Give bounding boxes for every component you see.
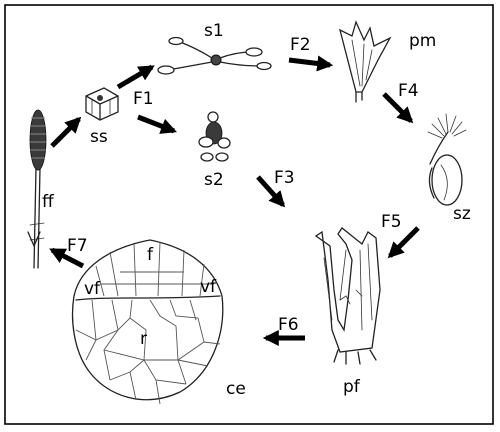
arrow-label-f2: F2 xyxy=(290,35,311,55)
spermatozoid-drawing xyxy=(427,113,467,206)
label-s1: s1 xyxy=(204,21,224,41)
arrow-ss-to-s2 xyxy=(137,114,177,134)
label-r: r xyxy=(140,329,147,349)
label-s2: s2 xyxy=(204,170,224,190)
label-vf-right: vf xyxy=(200,277,217,297)
spore-extended-drawing xyxy=(157,36,272,75)
sporangiophore-drawing xyxy=(85,87,119,121)
arrow-label-f4: F4 xyxy=(398,81,419,101)
arrow-ff-to-ss xyxy=(50,116,82,148)
arrow-sz-to-pf xyxy=(387,226,420,259)
arrow-label-f1: F1 xyxy=(133,89,154,109)
label-f: f xyxy=(147,245,154,265)
label-sz: sz xyxy=(453,204,471,224)
label-ce: ce xyxy=(226,379,246,399)
spore-coiled-drawing xyxy=(198,111,231,162)
arrow-s2-to-pf xyxy=(256,175,286,208)
embryo-section-drawing xyxy=(71,239,224,405)
female-prothallus-drawing xyxy=(314,227,381,365)
male-prothallus-drawing xyxy=(339,20,392,103)
arrow-pm-to-sz xyxy=(382,92,414,124)
fertile-stem-drawing xyxy=(27,109,47,269)
arrow-ce-to-ff xyxy=(49,247,85,269)
arrow-label-f5: F5 xyxy=(381,212,402,232)
label-vf-left: vf xyxy=(84,279,101,299)
label-ff: ff xyxy=(42,192,55,212)
figure-frame xyxy=(4,4,494,425)
label-ss: ss xyxy=(90,127,108,147)
label-pf: pf xyxy=(343,377,361,397)
arrow-s1-to-pm xyxy=(288,55,334,72)
arrow-label-f6: F6 xyxy=(278,315,299,335)
arrow-ss-to-s1 xyxy=(116,64,155,90)
arrow-label-f7: F7 xyxy=(67,236,88,256)
arrow-label-f3: F3 xyxy=(274,168,295,188)
label-pm: pm xyxy=(409,31,436,51)
